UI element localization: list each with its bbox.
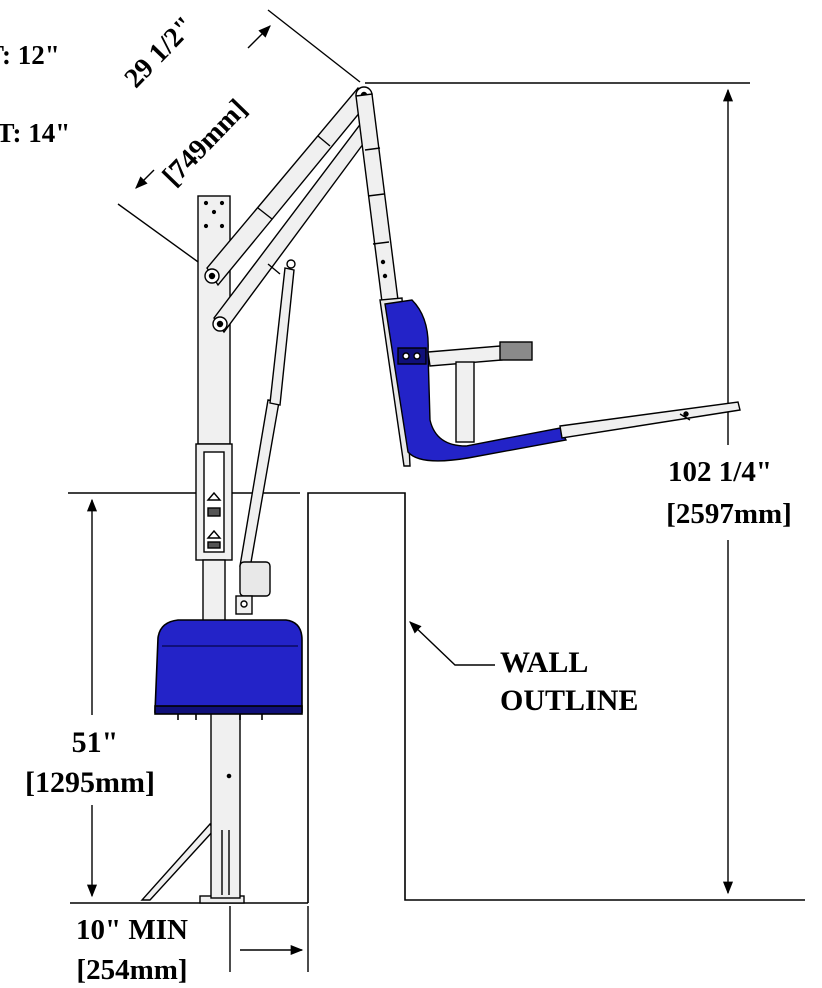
wall-height-metric-label: [1295mm] bbox=[25, 766, 155, 799]
lift-actuator bbox=[235, 259, 296, 615]
lift-seat-post bbox=[355, 93, 399, 303]
wall-label-line-2: OUTLINE bbox=[500, 684, 639, 717]
min-clearance-dimension bbox=[229, 906, 309, 972]
total-height-dimension bbox=[365, 82, 750, 895]
min-clearance-label: 10" MIN bbox=[76, 914, 188, 946]
wall-label-line-1: WALL bbox=[500, 646, 589, 679]
wall-outline bbox=[307, 492, 805, 903]
min-clearance-metric-label: [254mm] bbox=[76, 954, 188, 986]
total-height-metric-label: [2597mm] bbox=[666, 498, 792, 530]
lift-base bbox=[140, 711, 245, 904]
note-line-2: IT: 14" bbox=[0, 118, 71, 148]
note-line-1: T: 12" bbox=[0, 40, 60, 70]
total-height-label: 102 1/4" bbox=[668, 456, 772, 488]
arm-length-dimension bbox=[117, 9, 361, 273]
wall-height-label: 51" bbox=[71, 726, 119, 759]
lift-seat bbox=[379, 297, 741, 467]
wall-outline-leader bbox=[409, 621, 495, 666]
lift-housing bbox=[154, 619, 303, 720]
